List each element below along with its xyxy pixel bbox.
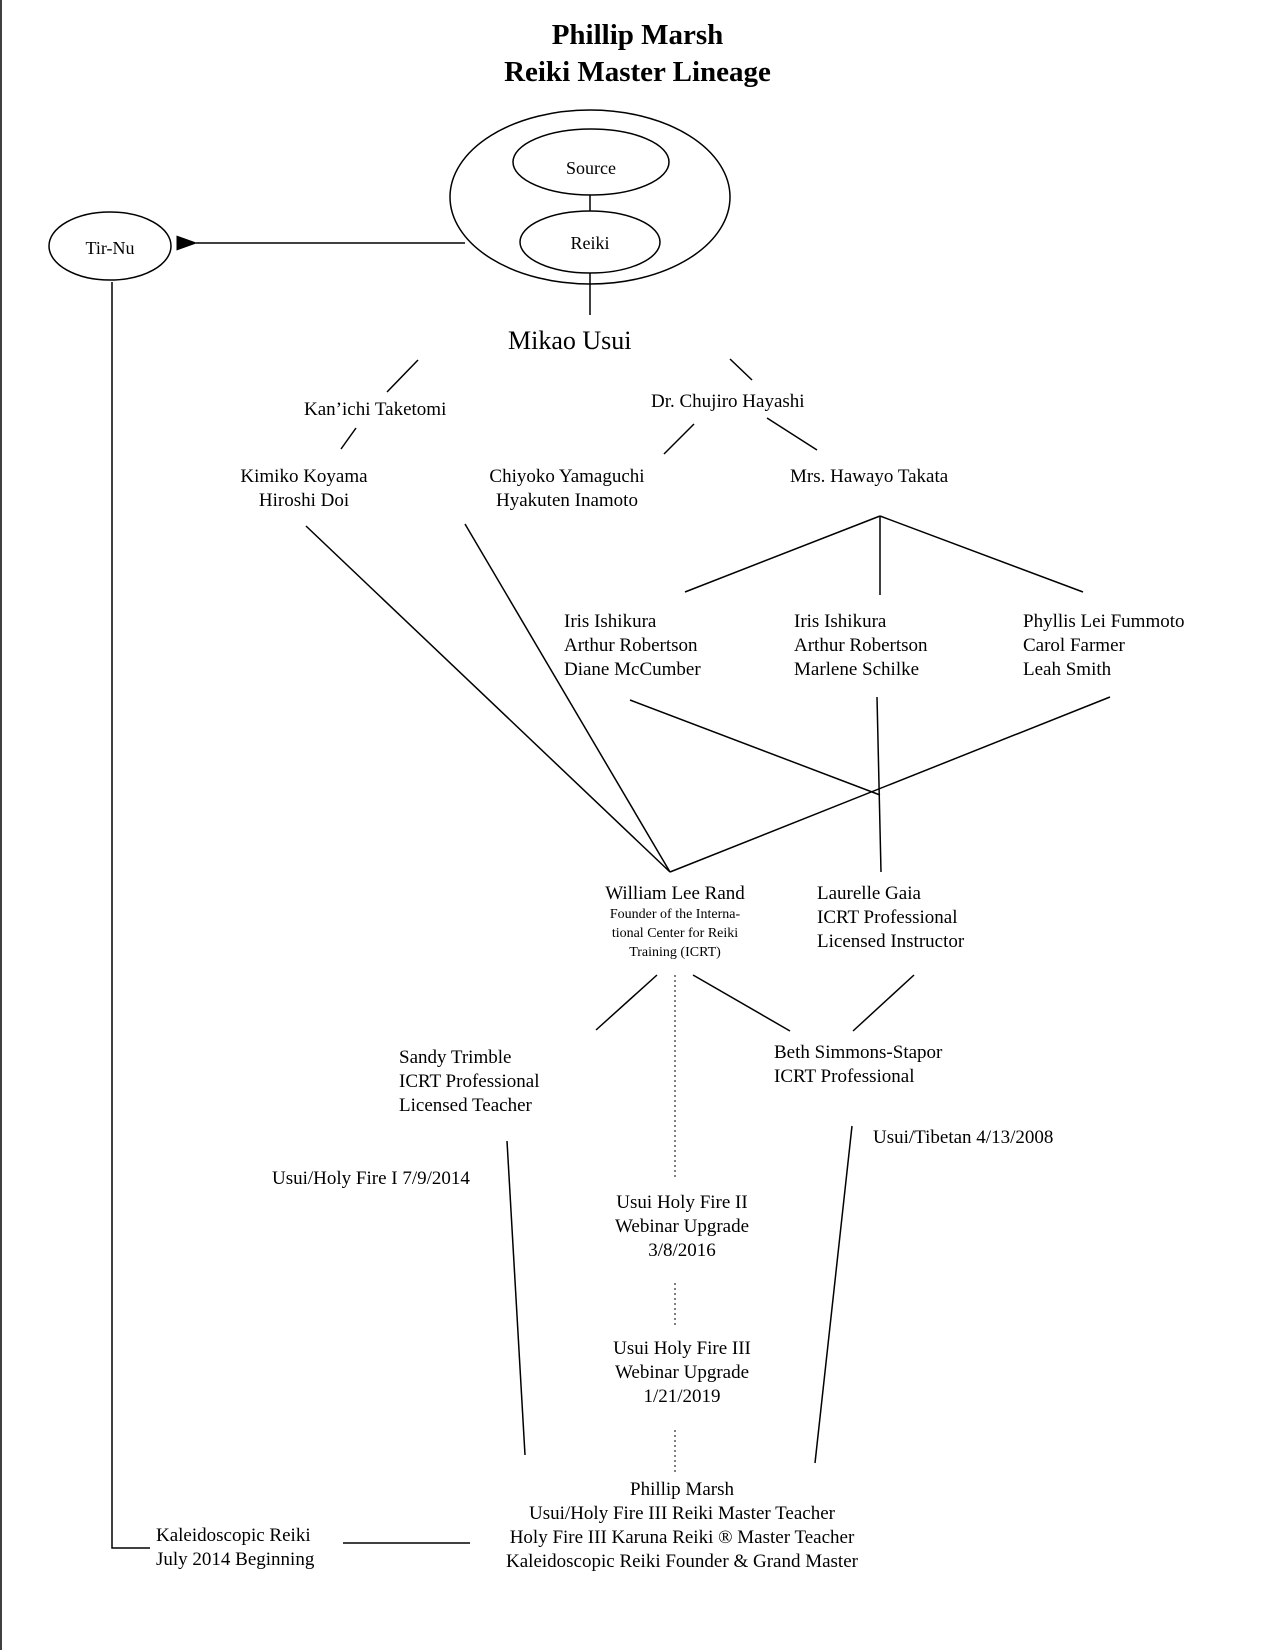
- koyama-name: Kimiko Koyama: [240, 466, 368, 487]
- rand-description: Founder of the Interna- tional Center fo…: [585, 905, 765, 962]
- trimble-marsh-line: [506, 1140, 526, 1456]
- group1: Iris Ishikura Arthur Robertson Diane McC…: [564, 610, 701, 682]
- hayashi-takata-line: [766, 417, 818, 451]
- holyfire3-line-2: Webinar Upgrade: [614, 1362, 750, 1383]
- doi-name: Hiroshi Doi: [258, 490, 350, 511]
- holyfire2-line-2: Webinar Upgrade: [614, 1216, 750, 1237]
- title-line-1: Phillip Marsh: [551, 19, 724, 51]
- tirnu-label: Tir-Nu: [85, 238, 135, 258]
- tirnu-kaleido-connector: [111, 282, 150, 1549]
- group2-member-3: Marlene Schilke: [794, 659, 920, 680]
- group2-member-1: Iris Ishikura: [794, 611, 887, 632]
- holyfire2-line-3: 3/8/2016: [648, 1240, 716, 1261]
- rand-trimble-line: [595, 974, 658, 1031]
- rand-name: William Lee Rand: [605, 883, 745, 904]
- usui-taketomi-line: [386, 359, 419, 393]
- marsh-name: Phillip Marsh: [630, 1479, 734, 1500]
- gaia-group: Laurelle Gaia ICRT Professional Licensed…: [817, 882, 964, 954]
- trimble-group: Sandy Trimble ICRT Professional Licensed…: [399, 1046, 539, 1118]
- holyfire3-line-3: 1/21/2019: [643, 1386, 721, 1407]
- gaia-role-1: ICRT Professional: [817, 907, 958, 928]
- title-line-2: Reiki Master Lineage: [504, 56, 771, 88]
- group1-member-2: Arthur Robertson: [564, 635, 698, 656]
- marsh-title-3: Kaleidoscopic Reiki Founder & Grand Mast…: [506, 1551, 858, 1572]
- simmons-group: Beth Simmons-Stapor ICRT Professional: [774, 1041, 942, 1089]
- holyfire1-label: Usui/Holy Fire I 7/9/2014: [272, 1168, 470, 1189]
- koyama-rand-line: [305, 525, 671, 873]
- marsh-title-1: Usui/Holy Fire III Reiki Master Teacher: [529, 1503, 835, 1524]
- kaleido-group: Kaleidoscopic Reiki July 2014 Beginning: [156, 1524, 314, 1572]
- inamoto-name: Hyakuten Inamoto: [496, 490, 638, 511]
- usui-label: Mikao Usui: [508, 326, 632, 355]
- marsh-title-2: Holy Fire III Karuna Reiki ® Master Teac…: [509, 1527, 855, 1548]
- hayashi-label: Dr. Chujiro Hayashi: [651, 391, 805, 412]
- group3-member-3: Leah Smith: [1023, 659, 1112, 680]
- group2-member-2: Arthur Robertson: [794, 635, 928, 656]
- reiki-label: Reiki: [570, 233, 610, 253]
- rand-simmons-line: [692, 974, 791, 1032]
- usui-hayashi-line: [729, 358, 753, 381]
- marsh-group: Phillip Marsh Usui/Holy Fire III Reiki M…: [462, 1478, 902, 1574]
- source-label: Source: [566, 158, 616, 178]
- group3: Phyllis Lei Fummoto Carol Farmer Leah Sm…: [1023, 610, 1185, 682]
- holyfire2-line-1: Usui Holy Fire II: [616, 1192, 748, 1213]
- tirnu-ellipse: [48, 211, 172, 281]
- group2-gaia-line: [876, 696, 882, 873]
- trimble-role-1: ICRT Professional: [399, 1071, 540, 1092]
- yamaguchi-group: Chiyoko Yamaguchi Hyakuten Inamoto: [467, 465, 667, 513]
- group1-junction-line: [629, 699, 881, 796]
- source-ellipse: [512, 128, 670, 196]
- group3-member-2: Carol Farmer: [1023, 635, 1125, 656]
- rand-desc-line-2: tional Center for Reiki: [611, 926, 739, 941]
- simmons-name: Beth Simmons-Stapor: [774, 1042, 943, 1063]
- group1-member-1: Iris Ishikura: [564, 611, 657, 632]
- taketomi-koyama-line: [340, 427, 357, 450]
- group3-rand-line: [669, 696, 1111, 873]
- kaleido-date: July 2014 Beginning: [156, 1549, 315, 1570]
- group3-member-1: Phyllis Lei Fummoto: [1023, 611, 1185, 632]
- holyfire3-group: Usui Holy Fire III Webinar Upgrade 1/21/…: [582, 1337, 782, 1409]
- tibetan-label: Usui/Tibetan 4/13/2008: [873, 1127, 1054, 1148]
- group2: Iris Ishikura Arthur Robertson Marlene S…: [794, 610, 928, 682]
- gaia-simmons-line: [852, 974, 915, 1032]
- kaleido-name: Kaleidoscopic Reiki: [156, 1525, 311, 1546]
- yamaguchi-rand-line: [464, 523, 671, 873]
- takata-label: Mrs. Hawayo Takata: [790, 466, 949, 487]
- yamaguchi-name: Chiyoko Yamaguchi: [489, 466, 645, 487]
- taketomi-label: Kan’ichi Taketomi: [304, 399, 447, 420]
- simmons-marsh-line: [814, 1125, 853, 1464]
- hayashi-yamaguchi-line: [663, 423, 695, 455]
- group1-member-3: Diane McCumber: [564, 659, 701, 680]
- gaia-role-2: Licensed Instructor: [817, 931, 965, 952]
- simmons-role: ICRT Professional: [774, 1066, 915, 1087]
- koyama-group: Kimiko Koyama Hiroshi Doi: [214, 465, 394, 513]
- takata-group3-line: [879, 515, 1084, 593]
- rand-desc-line-1: Founder of the Interna-: [609, 907, 741, 922]
- trimble-name: Sandy Trimble: [399, 1047, 512, 1068]
- holyfire3-line-1: Usui Holy Fire III: [613, 1338, 751, 1359]
- rand-desc-line-3: Training (ICRT): [629, 945, 721, 960]
- trimble-role-2: Licensed Teacher: [399, 1095, 532, 1116]
- page-title: Phillip Marsh Reiki Master Lineage: [0, 17, 1275, 91]
- gaia-name: Laurelle Gaia: [817, 883, 921, 904]
- holyfire2-group: Usui Holy Fire II Webinar Upgrade 3/8/20…: [582, 1191, 782, 1263]
- takata-group1-line: [684, 515, 881, 593]
